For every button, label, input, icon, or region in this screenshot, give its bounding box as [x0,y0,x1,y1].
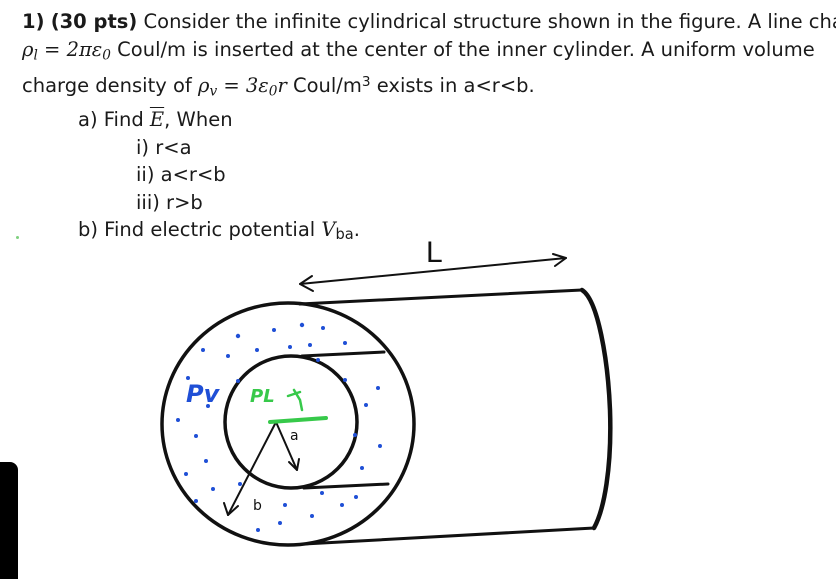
volume-charge-dots [176,322,382,532]
part-a-prefix: a) Find [78,108,150,132]
inner-cylinder-bottom-edge [302,482,390,490]
unit-superscript: 3 [361,74,371,91]
length-arrow-head-right [552,253,567,267]
rho-l-subscript: l [33,46,38,63]
problem-line-2: ρl = 2πε0 Coul/m is inserted at the cent… [22,36,822,70]
potential-symbol: V [321,218,336,242]
rho-l-symbol: ρ [22,37,34,61]
length-arrow-line [299,257,567,285]
length-label: L [426,236,443,269]
left-edge-strip [0,462,18,579]
radius-a-line [275,421,298,471]
rho-v-label: Pv [186,380,221,408]
case-i: i) r<a [136,135,192,159]
part-b-suffix: . [353,218,360,242]
potential-subscript: ba [335,226,354,244]
problem-line-1: 1) (30 pts) Consider the infinite cylind… [22,8,836,36]
outer-end-circle [160,301,416,547]
line-charge-unit-text: Coul/m is inserted at the center of the … [110,37,815,61]
problem-number: 1) [22,10,45,33]
radius-b-head [223,502,239,516]
inner-cylinder-top-edge [300,350,386,358]
epsilon-subscript: 0 [102,46,111,63]
part-b-prefix: b) Find electric potential [78,218,322,242]
volume-charge-unit: Coul/m [286,74,362,98]
problem-points: (30 pts) [50,10,138,33]
rho-v-subscript: v [209,83,218,100]
rho-l-equation: = 2πε [37,37,103,61]
length-arrow-head-left [299,275,314,292]
outer-cylinder-top-edge [298,288,584,306]
case-iii: iii) r>b [136,190,203,214]
e-field-symbol: E [149,108,165,132]
volume-charge-prefix: charge density of [22,74,198,98]
problem-statement: 1) (30 pts) Consider the infinite cylind… [22,8,836,249]
epsilon-subscript-2: 0 [268,83,278,100]
radius-a-label: a [290,428,299,444]
rho-l-label: PL [250,386,275,407]
rho-v-equation: = 3ε [217,74,269,98]
radius-b-label: b [253,498,262,514]
case-ii: ii) a<r<b [136,163,226,187]
part-a: a) Find E, When [22,106,822,134]
volume-charge-suffix: exists in a<r<b. [370,74,535,98]
radius-b-line [227,421,277,516]
inner-end-circle [223,354,359,490]
line-charge-marker [268,416,328,424]
problem-line-3: charge density of ρv = 3ε0r Coul/m3 exis… [22,69,822,106]
radius-a-head [288,458,300,471]
part-b: b) Find electric potential Vba. [22,216,822,248]
part-a-suffix: , When [164,108,233,132]
outer-cylinder-far-end [579,287,613,531]
rho-l-arrow-mark [286,388,304,412]
rho-v-r: r [277,74,287,98]
outer-cylinder-bottom-edge [302,526,596,546]
stray-dot [16,236,19,239]
problem-intro-text: Consider the infinite cylindrical struct… [143,10,836,33]
rho-v-symbol: ρ [197,74,210,98]
